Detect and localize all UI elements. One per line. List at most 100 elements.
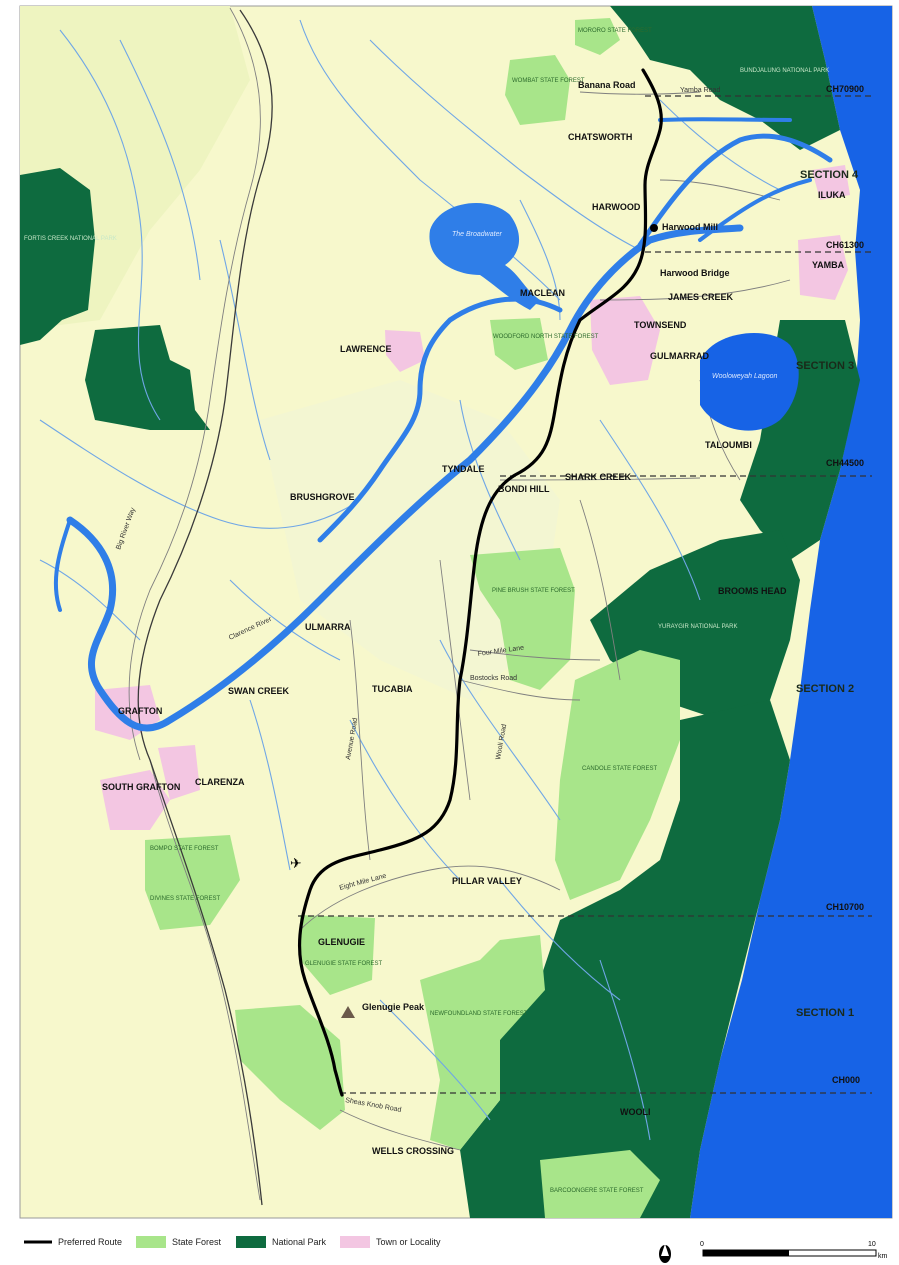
creek (459, 399, 521, 561)
town-area (798, 235, 848, 300)
state-forest (235, 1005, 345, 1130)
park-label: BUNDJALUNG NATIONAL PARK (740, 68, 829, 74)
section-label: SECTION 1 (796, 1007, 854, 1019)
place-label: LAWRENCE (340, 344, 392, 354)
forest-label: PINE BRUSH STATE FOREST (492, 588, 575, 594)
chainage-label: CH70900 (826, 84, 864, 94)
railway (137, 9, 273, 1206)
river-branch (637, 133, 833, 248)
state-forest (470, 548, 575, 690)
legend-town-label: Town or Locality (376, 1237, 441, 1247)
place-label: WELLS CROSSING (372, 1146, 454, 1156)
place-label: Glenugie Peak (362, 1002, 425, 1012)
state-forest (540, 1150, 660, 1218)
creek (299, 19, 561, 301)
place-label: GULMARRAD (650, 351, 709, 361)
wooloweyah-lagoon (700, 333, 799, 431)
section-label: SECTION 2 (796, 683, 854, 695)
forest-label: GLENUGIE STATE FOREST (305, 961, 382, 967)
legend-route-label: Preferred Route (58, 1237, 122, 1247)
water-label-broadwater: The Broadwater (452, 231, 502, 238)
forest-label: WOODFORD NORTH STATE FOREST (493, 334, 599, 340)
creek (599, 419, 701, 601)
state-forest (420, 935, 545, 1150)
national-park (85, 325, 210, 430)
place-label: TYNDALE (442, 464, 485, 474)
place-label: ULMARRA (305, 622, 351, 632)
state-forest (300, 915, 375, 995)
river-branch (658, 117, 792, 122)
place-label: GLENUGIE (318, 937, 365, 947)
local-road (579, 499, 621, 681)
place-label: Harwood Mill (662, 222, 718, 232)
place-label: JAMES CREEK (668, 292, 734, 302)
chainage-label: CH61300 (826, 240, 864, 250)
river-branch (317, 296, 563, 543)
chainage-label: CH10700 (826, 902, 864, 912)
scale-start: 0 (700, 1241, 704, 1248)
national-park (610, 6, 840, 150)
ocean (690, 6, 892, 1218)
park-label: YURAYGIR NATIONAL PARK (658, 624, 737, 630)
local-road (339, 1109, 461, 1151)
airport-icon: ✈ (290, 855, 302, 871)
local-road (469, 649, 601, 661)
rural-area (260, 380, 560, 700)
legend-state-forest-swatch (136, 1236, 166, 1248)
place-label: BROOMS HEAD (718, 586, 787, 596)
legend-town-swatch (340, 1236, 370, 1248)
broadwater-lake (429, 203, 540, 310)
local-road (599, 279, 791, 301)
chainage-label: CH000 (832, 1075, 860, 1085)
forest-label: BOMPO STATE FOREST (150, 846, 219, 852)
creek (119, 39, 201, 281)
north-arrow-icon (659, 1244, 671, 1263)
road-label: Bostocks Road (470, 675, 517, 682)
place-label: GRAFTON (118, 706, 162, 716)
clarence-river (66, 224, 744, 732)
scale-unit: km (878, 1253, 888, 1260)
creek (499, 879, 621, 1001)
national-park (460, 700, 790, 1218)
local-road (349, 619, 371, 861)
state-forest (575, 18, 620, 55)
scale-bar: 0 10 km (700, 1241, 888, 1260)
creek (519, 199, 561, 321)
river-branch (698, 178, 812, 242)
creek (599, 959, 651, 1141)
national-park (20, 168, 95, 345)
legend-national-park-swatch (236, 1236, 266, 1248)
road-label: Yamba Road (680, 87, 720, 94)
town-area (385, 330, 425, 372)
forest-label: CANDOLE STATE FOREST (582, 766, 657, 772)
place-label: BONDI HILL (498, 484, 550, 494)
place-label: SHARK CREEK (565, 472, 632, 482)
place-label: SWAN CREEK (228, 686, 290, 696)
river-branch (53, 518, 72, 612)
place-label: TALOUMBI (705, 440, 752, 450)
peak-icon (341, 1006, 355, 1018)
local-road (128, 7, 261, 761)
state-forest (505, 55, 570, 125)
place-label: HARWOOD (592, 202, 641, 212)
place-label: CLARENZA (195, 777, 245, 787)
town-area (590, 296, 660, 385)
place-label: CHATSWORTH (568, 132, 632, 142)
forest-label: BARCOONGERE STATE FOREST (550, 1188, 644, 1194)
preferred-route (297, 68, 663, 1097)
town-area (100, 770, 170, 830)
creek (439, 639, 561, 821)
town-area (158, 745, 200, 800)
place-label: Harwood Bridge (660, 268, 730, 278)
town-area (812, 165, 850, 200)
section-label: SECTION 3 (796, 360, 854, 372)
creek (219, 239, 271, 461)
creek (39, 419, 361, 529)
chainage-label: CH44500 (826, 458, 864, 468)
state-forest (490, 318, 548, 370)
local-road (299, 865, 561, 931)
place-label: MACLEAN (520, 288, 565, 298)
place-label: BRUSHGROVE (290, 492, 355, 502)
creek (349, 719, 461, 881)
